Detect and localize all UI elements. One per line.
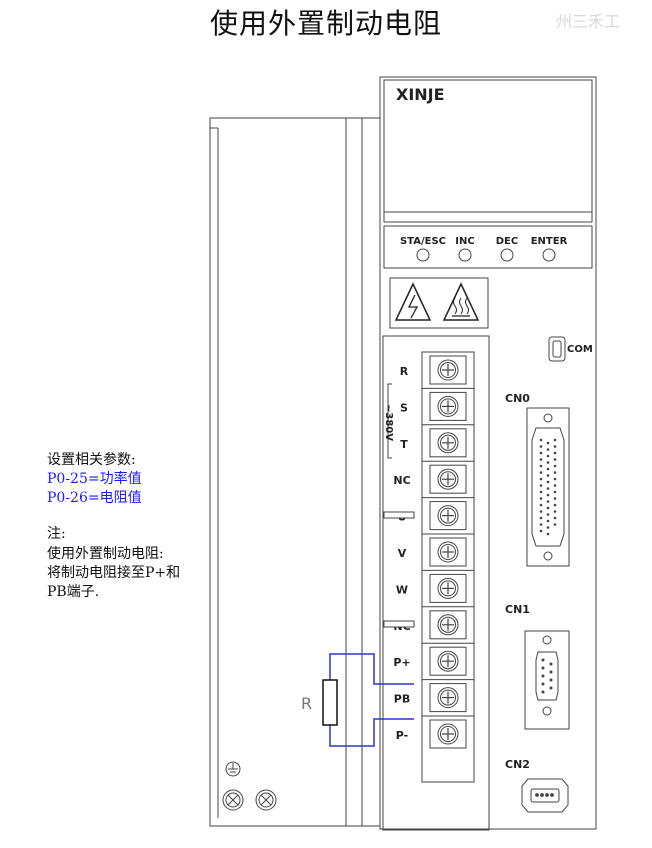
watermark: 州三禾工 <box>556 12 621 31</box>
terminal-screw-icon[interactable] <box>437 614 459 636</box>
terminal-pminus-10: P- <box>396 715 474 749</box>
terminal-pb-9: PB <box>394 679 474 713</box>
terminal-r-0: R <box>400 351 474 385</box>
terminal-label: T <box>400 438 408 451</box>
terminal-screw-icon[interactable] <box>437 505 459 527</box>
display-window <box>383 79 593 223</box>
cn1-label: CN1 <box>505 603 530 616</box>
terminal-screw-icon[interactable] <box>437 650 459 672</box>
com-port-label: COM <box>567 344 593 355</box>
voltage-label: ~380V <box>383 404 394 441</box>
button-label-dec: DEC <box>496 236 518 247</box>
note-line-1: 使用外置制动电阻: <box>47 546 164 562</box>
terminal-label: V <box>398 547 407 560</box>
note-line-2: 将制动电阻接至P+和 <box>47 565 181 581</box>
dec-button[interactable] <box>500 248 514 262</box>
page-title: 使用外置制动电阻 <box>209 7 442 40</box>
inc-button[interactable] <box>458 248 472 262</box>
drive-front-panel <box>379 76 597 830</box>
terminal-nc-3: NC <box>393 460 474 494</box>
terminal-label: P- <box>396 729 408 742</box>
terminal-v-5: V <box>398 533 474 567</box>
high-voltage-warning-icon <box>394 282 432 321</box>
terminal-screw-icon[interactable] <box>437 723 459 745</box>
note-line-3: PB端子. <box>47 584 100 600</box>
button-label-enter: ENTER <box>531 236 568 247</box>
keypad-area <box>383 225 593 269</box>
com-port[interactable] <box>548 336 566 362</box>
terminal-separator <box>383 620 415 628</box>
cn1-connector[interactable] <box>524 630 570 730</box>
terminal-label: P+ <box>393 656 410 669</box>
drive-side-housing <box>209 117 380 827</box>
enter-button[interactable] <box>542 248 556 262</box>
ground-screw-icon <box>222 789 277 811</box>
param-p0-26: P0-26=电阻值 <box>47 490 142 506</box>
terminal-label: S <box>400 401 408 414</box>
terminal-screw-icon[interactable] <box>437 541 459 563</box>
cn0-connector[interactable] <box>526 407 570 567</box>
cn2-connector[interactable] <box>521 778 569 813</box>
terminal-screw-icon[interactable] <box>437 432 459 454</box>
terminal-screw-icon[interactable] <box>437 395 459 417</box>
brake-resistor <box>322 679 338 726</box>
param-p0-25: P0-25=功率值 <box>47 471 142 487</box>
terminal-label: PB <box>394 693 410 706</box>
terminal-block-frame <box>382 335 490 831</box>
terminal-s-1: S <box>400 387 474 421</box>
ground-symbol-icon <box>225 761 241 777</box>
terminal-label: R <box>400 365 409 378</box>
brand-logo: XINJE <box>396 85 445 104</box>
terminal-screw-icon[interactable] <box>437 359 459 381</box>
hot-surface-warning-icon <box>442 282 480 321</box>
terminal-t-2: T <box>400 424 474 458</box>
resistor-label: R <box>301 694 312 713</box>
cn2-label: CN2 <box>505 758 530 771</box>
terminal-screw-icon[interactable] <box>437 577 459 599</box>
note-heading: 注: <box>47 526 66 542</box>
terminal-row-group: RSTNCUVWNCP+PBP- <box>383 351 474 783</box>
cn0-label: CN0 <box>505 392 530 405</box>
terminal-label: W <box>396 583 408 596</box>
terminal-pplus-8: P+ <box>393 642 474 676</box>
terminal-screw-icon[interactable] <box>437 468 459 490</box>
terminal-w-6: W <box>396 569 474 603</box>
brake-resistor-wiring <box>329 653 414 747</box>
terminal-label: NC <box>393 474 410 487</box>
button-label-sta-esc: STA/ESC <box>400 236 446 247</box>
terminal-nc-7: NC <box>393 606 474 640</box>
params-heading: 设置相关参数: <box>47 452 136 468</box>
button-label-inc: INC <box>455 236 474 247</box>
sta-esc-button[interactable] <box>416 248 430 262</box>
terminal-screw-icon[interactable] <box>437 687 459 709</box>
terminal-separator <box>383 511 415 519</box>
